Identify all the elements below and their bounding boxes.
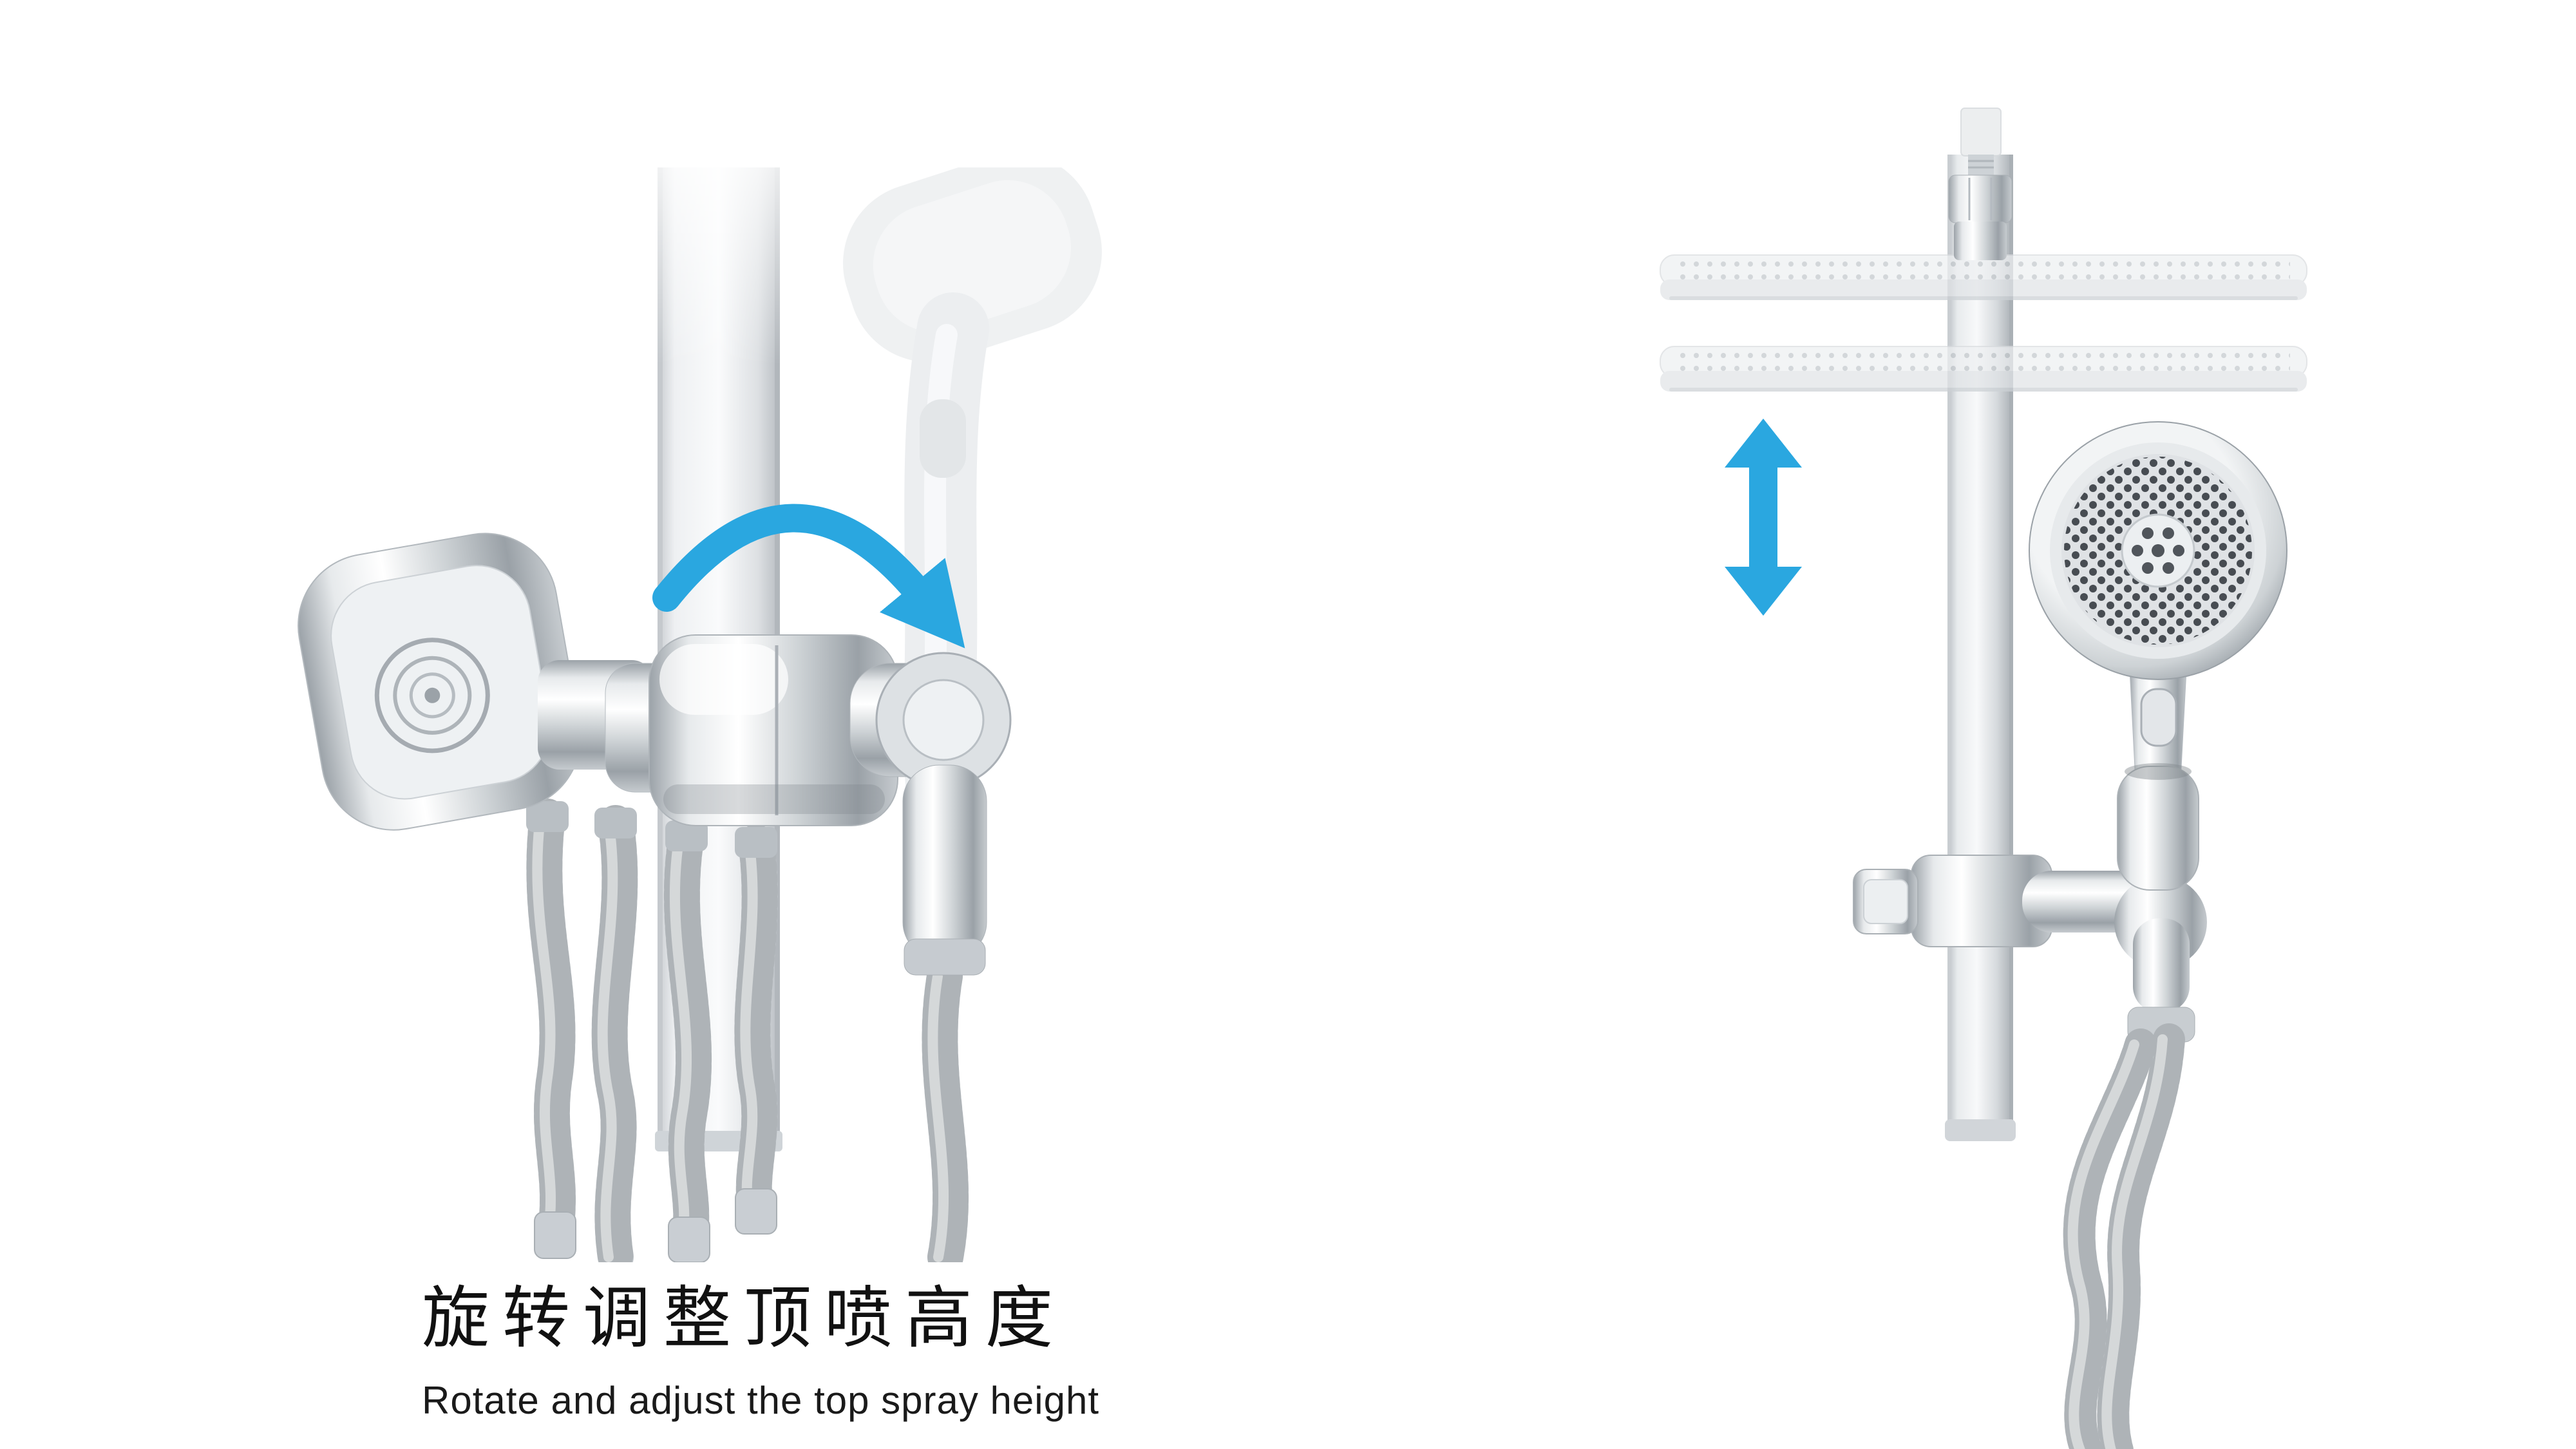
shower-hoses	[2063, 1023, 2185, 1449]
caption-chinese: 旋转调整顶喷高度	[422, 1279, 1066, 1358]
caption: 旋转调整顶喷高度 Rotate and adjust the top spray…	[422, 1264, 1099, 1423]
diverter-knob	[298, 533, 582, 831]
rail-bracket	[649, 634, 898, 826]
shelf-upper-ghost	[1660, 254, 2307, 301]
right-figure-svg	[1660, 108, 2307, 1449]
rail-top-connector	[1948, 108, 2012, 260]
rotate-arrow-icon	[652, 504, 965, 649]
hose-cuff	[526, 801, 569, 832]
hose	[2097, 1023, 2185, 1449]
hose	[591, 805, 638, 1262]
hose	[2063, 1028, 2157, 1449]
hand-shower-holder	[849, 652, 1012, 976]
shower-rail	[1945, 155, 2016, 1141]
hose-end-fitting	[534, 1211, 576, 1259]
figure-rotate-bracket	[245, 167, 1249, 1262]
up-down-arrow-icon	[1725, 419, 1802, 616]
shelf-lower-ghost	[1660, 346, 2307, 392]
hose	[526, 799, 576, 1252]
hand-shower-button	[2140, 688, 2177, 747]
shower-hoses	[526, 799, 969, 1262]
figure-shelf-height-adjust	[1610, 90, 2447, 1449]
left-figure-svg	[298, 167, 1102, 1262]
hose-cuff	[665, 820, 708, 851]
hose	[663, 818, 712, 1257]
hand-shower-hose	[922, 958, 969, 1262]
hose-end-fitting	[735, 1188, 777, 1235]
hose	[734, 824, 778, 1229]
hose-cuff	[735, 827, 777, 858]
hose-end-fitting	[668, 1217, 710, 1262]
hose-cuff	[594, 808, 637, 838]
hand-shower	[2029, 421, 2287, 806]
caption-english: Rotate and adjust the top spray height	[422, 1379, 1100, 1422]
hand-shower-holder-cup	[2117, 763, 2199, 891]
